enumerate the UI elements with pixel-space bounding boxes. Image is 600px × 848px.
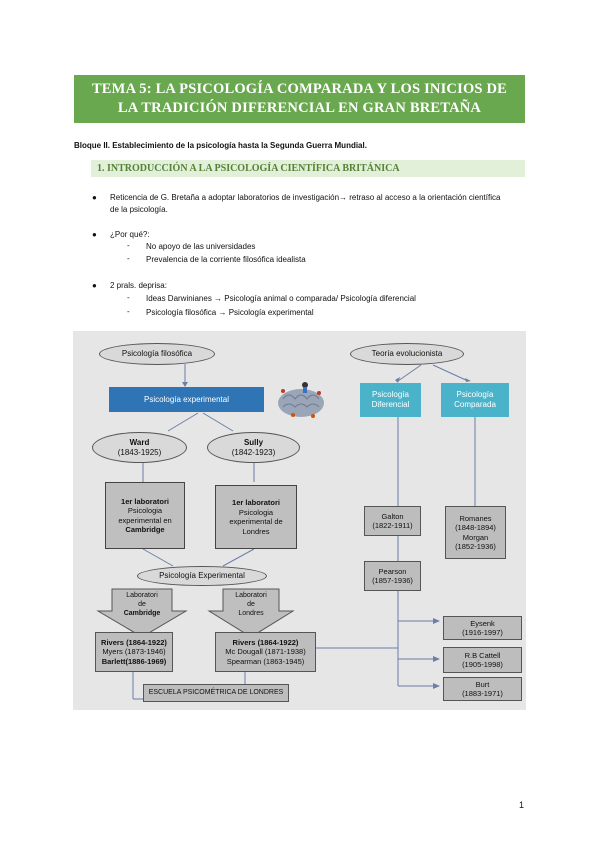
psic-diferencial-node: Psicología Diferencial xyxy=(360,383,421,417)
teoria-evolucionista-node: Teoría evolucionista xyxy=(350,343,464,365)
section-heading: 1. INTRODUCCIÓN A LA PSICOLOGÍA CIENTÍFI… xyxy=(91,160,525,177)
psic-filosofica-node: Psicología filosófica xyxy=(99,343,215,365)
bloque-heading: Bloque II. Establecimiento de la psicolo… xyxy=(74,141,367,150)
dash: - xyxy=(127,254,130,263)
galton-box: Galton (1822-1911) xyxy=(364,506,421,536)
escuela-box: ESCUELA PSICOMÉTRICA DE LONDRES xyxy=(143,684,289,702)
bullet-3-sub-2: Psicología filosófica → Psicología exper… xyxy=(146,308,314,317)
brain-illustration xyxy=(278,382,324,418)
bullet-dot: ● xyxy=(92,281,97,290)
ward-node: Ward(1843-1925) xyxy=(92,432,187,463)
romanes-morgan-box: Romanes (1848-1894) Morgan (1852-1936) xyxy=(445,506,506,559)
bullet-dot: ● xyxy=(92,193,97,202)
sully-node: Sully(1842-1923) xyxy=(207,432,300,463)
lab-londres-box: 1er laboratori Psicologia experimental d… xyxy=(215,485,297,549)
psic-experimental-2-node: Psicología Experimental xyxy=(137,566,267,586)
title-banner: TEMA 5: LA PSICOLOGÍA COMPARADA Y LOS IN… xyxy=(74,75,525,123)
arrow-cambridge xyxy=(96,588,188,638)
cattell-box: R.B Cattell (1905-1998) xyxy=(443,647,522,673)
connector-lines xyxy=(96,364,476,700)
arrow-londres xyxy=(207,588,295,638)
dash: - xyxy=(127,307,130,316)
lab-londres-arrow-label: Laboratori de Londres xyxy=(235,592,267,617)
bullet-2: ¿Por qué?: xyxy=(110,230,150,239)
dash: - xyxy=(127,293,130,302)
bullet-1-line-2: de la psicología. xyxy=(110,205,168,214)
bullet-3: 2 prals. deprisa: xyxy=(110,281,167,290)
lab-cambridge-arrow-label: Laboratori de Cambridge xyxy=(123,592,161,617)
title-line-1: TEMA 5: LA PSICOLOGÍA COMPARADA Y LOS IN… xyxy=(91,81,508,97)
psic-experimental-node: Psicología experimental xyxy=(109,387,264,412)
burt-box: Burt (1883-1971) xyxy=(443,677,522,701)
bullet-dot: ● xyxy=(92,230,97,239)
dash: - xyxy=(127,241,130,250)
page-number: 1 xyxy=(519,800,525,810)
title-line-2: LA TRADICIÓN DIFERENCIAL EN GRAN BRETAÑA xyxy=(117,100,482,116)
eysenk-box: Eysenk (1916-1997) xyxy=(443,616,522,640)
pearson-box: Pearson (1857-1936) xyxy=(364,561,421,591)
bullet-3-sub-1: Ideas Darwinianes → Psicología animal o … xyxy=(146,294,416,303)
bullet-1-line-1: Reticencia de G. Bretaña a adoptar labor… xyxy=(110,193,501,202)
bullet-2-sub-2: Prevalencia de la corriente filosófica i… xyxy=(146,255,306,264)
concept-diagram: Psicología filosófica Teoría evolucionis… xyxy=(73,331,526,710)
psic-comparada-node: Psicología Comparada xyxy=(441,383,509,417)
lab-cambridge-box: 1er laboratori Psicologia experimental e… xyxy=(105,482,185,549)
cambridge-members-box: Rivers (1864-1922) Myers (1873-1946) Bar… xyxy=(95,632,173,672)
bullet-2-sub-1: No apoyo de las universidades xyxy=(146,242,256,251)
londres-members-box: Rivers (1864-1922) Mc Dougall (1871-1938… xyxy=(215,632,316,672)
